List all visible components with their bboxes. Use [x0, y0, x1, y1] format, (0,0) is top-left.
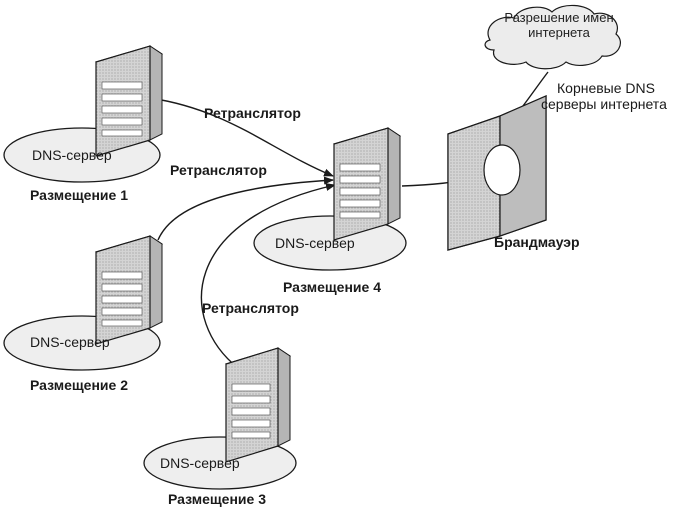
- site-4-server-label: DNS-сервер: [275, 235, 355, 251]
- connections: [149, 71, 549, 369]
- site-3-title: Размещение 3: [168, 491, 266, 507]
- site-4-title: Размещение 4: [283, 279, 381, 295]
- firewall-label: Брандмауэр: [494, 234, 580, 250]
- site-2-server-icon: [94, 235, 164, 345]
- root-dns-label-line-2: серверы интернета: [541, 96, 667, 113]
- site-3-server-icon: [224, 347, 292, 463]
- site-1-title: Размещение 1: [30, 187, 128, 203]
- site-2-title: Размещение 2: [30, 377, 128, 393]
- site-1-server-label: DNS-сервер: [32, 147, 112, 163]
- root-dns-label-line-1: Корневые DNS: [557, 80, 655, 96]
- cloud-label-line-1: Разрешение имен: [504, 10, 614, 25]
- forwarder-link-site3: [200, 183, 336, 369]
- site-2-node: [3, 235, 164, 371]
- site-1-server-icon: [94, 45, 164, 157]
- forwarder-label-2: Ретранслятор: [170, 162, 267, 178]
- site-3-server-label: DNS-сервер: [160, 455, 240, 471]
- site-4-server-icon: [332, 127, 402, 241]
- site-2-server-label: DNS-сервер: [30, 334, 110, 350]
- forwarder-link-site1: [149, 97, 334, 177]
- firewall-icon: [447, 95, 547, 251]
- cloud-label: Разрешение имен интернета: [498, 10, 620, 41]
- forwarder-label-3: Ретранслятор: [202, 300, 299, 316]
- internet-cloud-icon: [484, 4, 621, 70]
- forwarder-label-1: Ретранслятор: [204, 105, 301, 121]
- root-dns-label: Корневые DNS серверы интернета: [541, 80, 667, 112]
- site-1-node: [3, 45, 164, 183]
- cloud-label-line-2: интернета: [528, 24, 590, 40]
- site-4-node: [253, 127, 407, 271]
- forwarder-link-site2: [157, 176, 334, 241]
- site-3-node: [143, 347, 297, 490]
- firewall-opening: [483, 144, 521, 196]
